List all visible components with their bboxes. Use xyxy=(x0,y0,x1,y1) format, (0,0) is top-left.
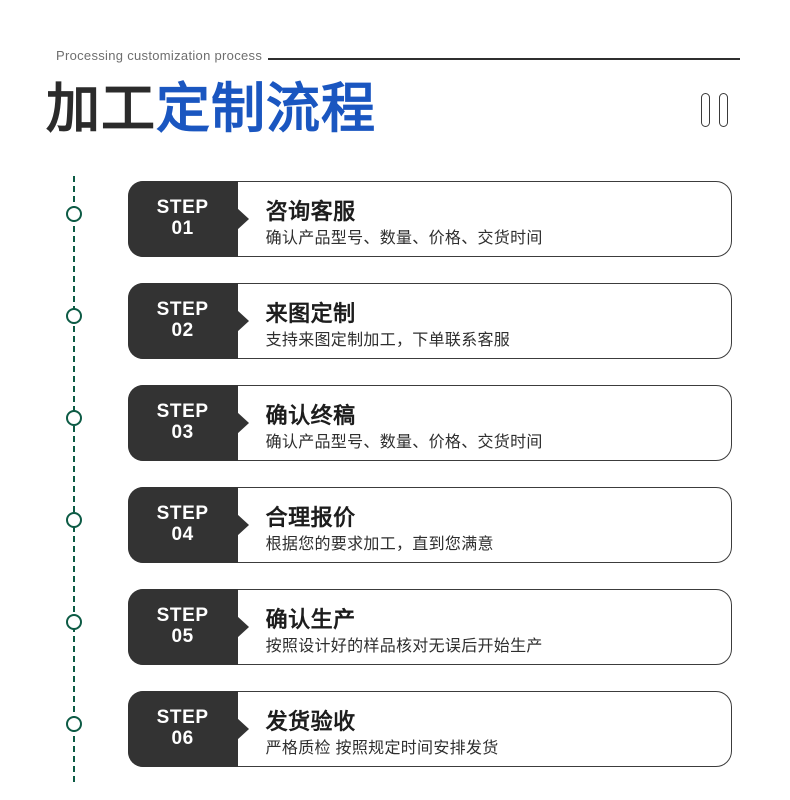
arrow-right-icon xyxy=(236,412,249,434)
step-body: 合理报价 根据您的要求加工，直到您满意 xyxy=(238,488,731,562)
arrow-right-icon xyxy=(236,718,249,740)
step-badge-word: STEP xyxy=(156,707,209,729)
step-title: 来图定制 xyxy=(265,301,356,327)
step-title: 合理报价 xyxy=(265,505,356,531)
step-title: 发货验收 xyxy=(265,709,356,735)
step-badge-number: 02 xyxy=(171,320,194,342)
timeline-rail xyxy=(66,176,82,782)
step-badge-word: STEP xyxy=(156,299,209,321)
step-description: 按照设计好的样品核对无误后开始生产 xyxy=(265,638,543,656)
step-badge-word: STEP xyxy=(156,197,209,219)
step-description: 根据您的要求加工，直到您满意 xyxy=(265,536,494,554)
step-card[interactable]: STEP 03 确认终稿 确认产品型号、数量、价格、交货时间 xyxy=(127,384,732,462)
arrow-right-icon xyxy=(236,616,249,638)
step-badge: STEP 06 xyxy=(127,690,249,768)
arrow-right-icon xyxy=(236,514,249,536)
pause-bar-right xyxy=(719,93,728,127)
timeline-dot xyxy=(66,614,82,630)
page-header: Processing customization process 加工定制流程 xyxy=(0,0,790,160)
step-badge-number: 05 xyxy=(171,626,194,648)
header-divider-line xyxy=(268,58,740,60)
step-body: 来图定制 支持来图定制加工，下单联系客服 xyxy=(238,284,731,358)
timeline-dot xyxy=(66,512,82,528)
step-badge-word: STEP xyxy=(156,503,209,525)
step-title: 确认生产 xyxy=(265,607,356,633)
step-badge: STEP 01 xyxy=(127,180,249,258)
step-badge-number: 01 xyxy=(171,218,194,240)
step-description: 严格质检 按照规定时间安排发货 xyxy=(265,740,499,758)
step-card[interactable]: STEP 01 咨询客服 确认产品型号、数量、价格、交货时间 xyxy=(127,180,732,258)
page-title-accent: 定制流程 xyxy=(156,79,376,139)
step-description: 支持来图定制加工，下单联系客服 xyxy=(265,332,511,350)
step-badge-number: 03 xyxy=(171,422,194,444)
step-description: 确认产品型号、数量、价格、交货时间 xyxy=(265,230,543,248)
pause-bars-icon xyxy=(701,93,728,127)
arrow-right-icon xyxy=(236,208,249,230)
step-card[interactable]: STEP 02 来图定制 支持来图定制加工，下单联系客服 xyxy=(127,282,732,360)
timeline-dot xyxy=(66,308,82,324)
step-body: 确认生产 按照设计好的样品核对无误后开始生产 xyxy=(238,590,731,664)
step-badge: STEP 02 xyxy=(127,282,249,360)
arrow-right-icon xyxy=(236,310,249,332)
step-title: 确认终稿 xyxy=(265,403,356,429)
step-title: 咨询客服 xyxy=(265,199,356,225)
step-card[interactable]: STEP 06 发货验收 严格质检 按照规定时间安排发货 xyxy=(127,690,732,768)
step-badge: STEP 05 xyxy=(127,588,249,666)
step-description: 确认产品型号、数量、价格、交货时间 xyxy=(265,434,543,452)
step-badge-number: 06 xyxy=(171,728,194,750)
step-body: 咨询客服 确认产品型号、数量、价格、交货时间 xyxy=(238,182,731,256)
timeline-dot xyxy=(66,206,82,222)
pause-bar-left xyxy=(701,93,710,127)
step-card[interactable]: STEP 04 合理报价 根据您的要求加工，直到您满意 xyxy=(127,486,732,564)
timeline-dot xyxy=(66,410,82,426)
step-body: 发货验收 严格质检 按照规定时间安排发货 xyxy=(238,692,731,766)
timeline-dot xyxy=(66,716,82,732)
step-badge-word: STEP xyxy=(156,605,209,627)
page-eyebrow: Processing customization process xyxy=(56,48,263,63)
step-badge-number: 04 xyxy=(171,524,194,546)
step-badge: STEP 04 xyxy=(127,486,249,564)
timeline-dashed-line xyxy=(73,176,75,782)
step-body: 确认终稿 确认产品型号、数量、价格、交货时间 xyxy=(238,386,731,460)
step-card[interactable]: STEP 05 确认生产 按照设计好的样品核对无误后开始生产 xyxy=(127,588,732,666)
page-title: 加工定制流程 xyxy=(46,82,376,136)
step-badge: STEP 03 xyxy=(127,384,249,462)
step-badge-word: STEP xyxy=(156,401,209,423)
step-list: STEP 01 咨询客服 确认产品型号、数量、价格、交货时间 STEP 02 来… xyxy=(127,180,732,768)
page-title-dark: 加工 xyxy=(46,79,156,139)
